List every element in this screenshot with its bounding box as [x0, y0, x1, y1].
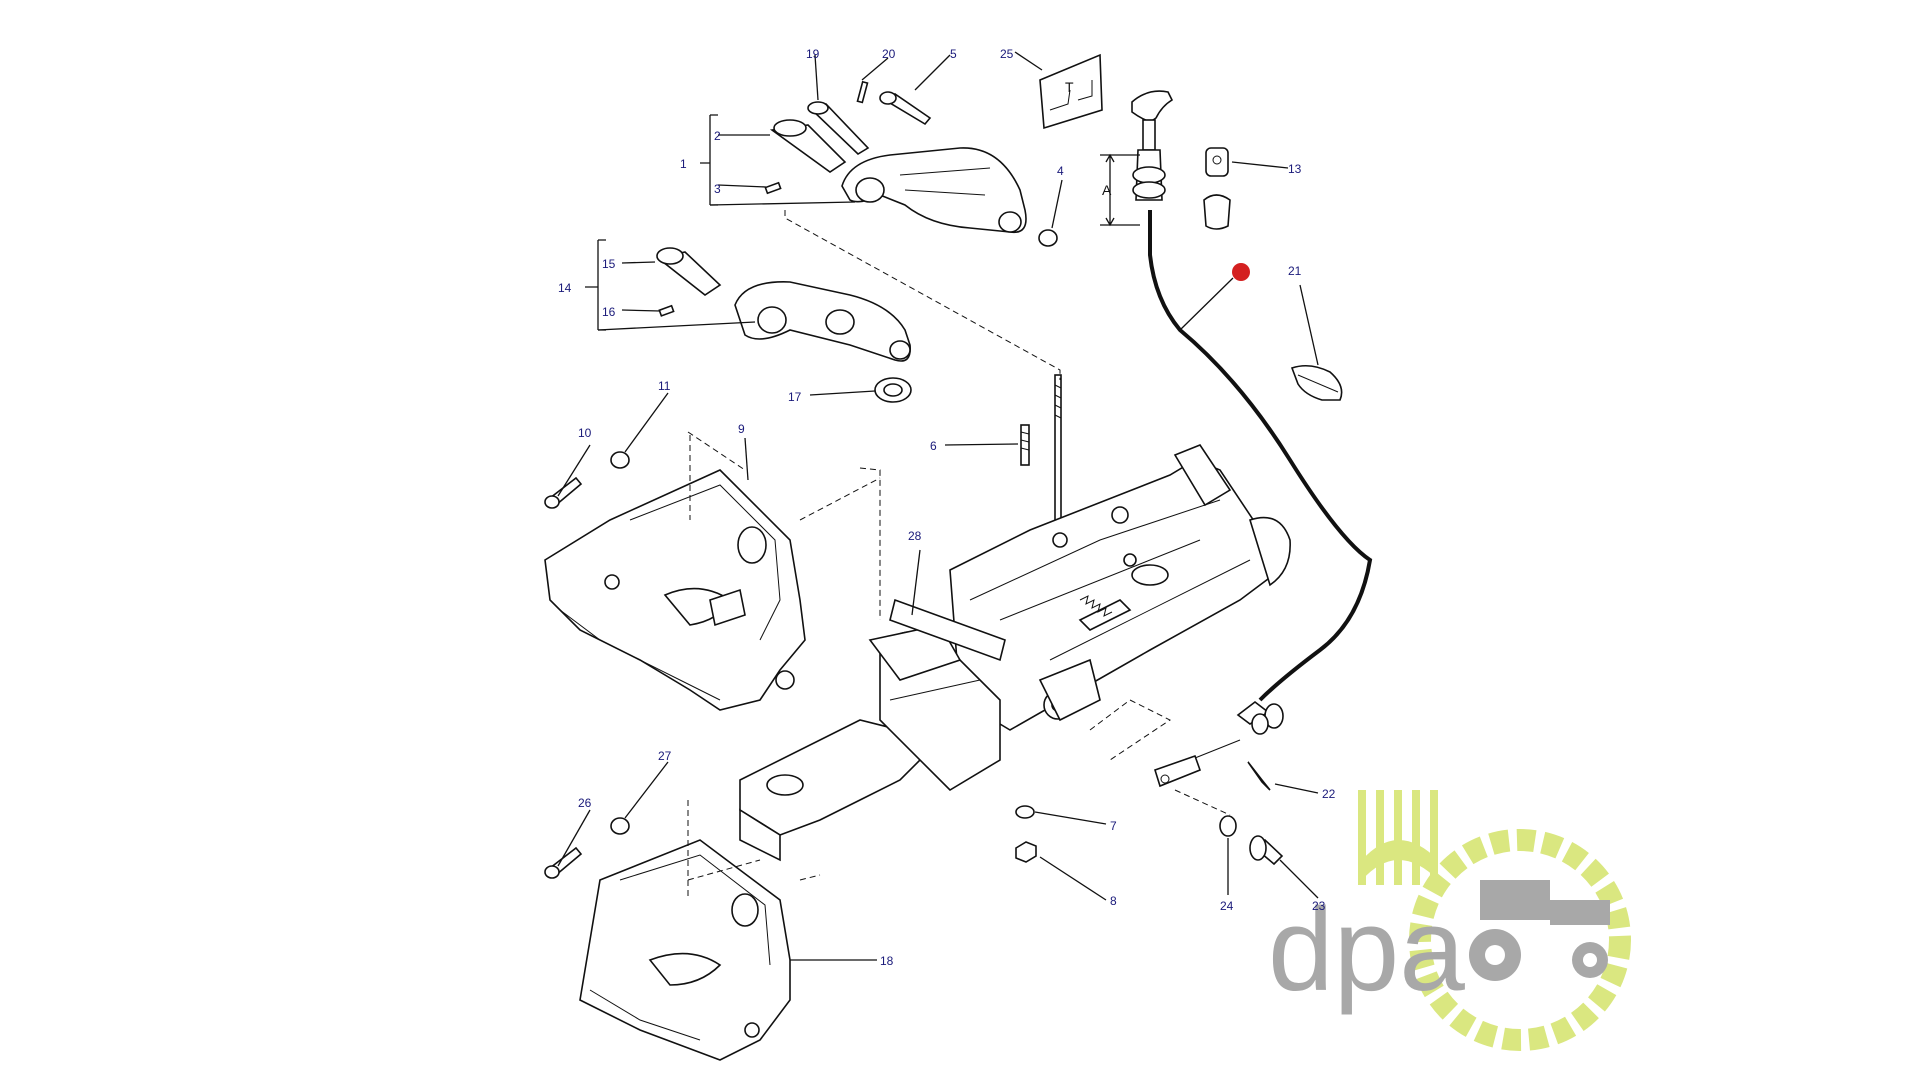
- callout-25: 25: [1000, 47, 1014, 61]
- upper-link-arm: [841, 147, 1027, 234]
- roll-pin-16: [658, 304, 675, 317]
- dpa-logo-watermark: dpa: [1268, 790, 1631, 1051]
- mounting-bracket-18: [579, 839, 791, 1061]
- lower-link-arm: [734, 281, 912, 362]
- callout-21: 21: [1288, 264, 1302, 278]
- callout-6: 6: [930, 439, 937, 453]
- alignment-lines: [687, 210, 1231, 900]
- lift-control-sign: T: [1039, 53, 1103, 130]
- clip-22: [1247, 761, 1271, 791]
- bolt-26: [544, 846, 583, 879]
- control-cable: [1131, 90, 1373, 788]
- pin-15: [656, 247, 722, 296]
- clamp-21: [1290, 364, 1343, 401]
- callout-14: 14: [558, 281, 572, 295]
- callout-4: 4: [1057, 164, 1064, 178]
- pivot-assembly: [1038, 658, 1101, 722]
- washer-27: [610, 817, 630, 835]
- nut-8: [1015, 841, 1037, 863]
- callout-labels: 1 2 3 4 5 6 7 8 9 10 11 13 14 15 16 17 1…: [558, 47, 1336, 968]
- callout-8: 8: [1110, 894, 1117, 908]
- callout-2: 2: [714, 129, 721, 143]
- pin-23: [1249, 835, 1284, 866]
- callout-27: 27: [658, 749, 672, 763]
- washer-7: [1015, 805, 1035, 819]
- callout-16: 16: [602, 305, 616, 319]
- callout-1: 1: [680, 157, 687, 171]
- lift-frame: [949, 444, 1291, 731]
- callout-26: 26: [578, 796, 592, 810]
- callout-19: 19: [806, 47, 820, 61]
- bolt-10: [544, 476, 583, 509]
- cable-highlight-dot: [1232, 263, 1250, 281]
- washer-11: [610, 451, 630, 469]
- sign-label: T: [1065, 79, 1074, 95]
- mounting-bracket-9: [544, 469, 806, 711]
- tractor-icon: [1469, 880, 1610, 981]
- bolt-5: [879, 91, 932, 126]
- wheat-icon: [1358, 790, 1438, 885]
- pin-20: [856, 80, 869, 104]
- callout-22: 22: [1322, 787, 1336, 801]
- dimension-label: A: [1102, 182, 1112, 198]
- spring: [1079, 595, 1113, 617]
- leader-lines: [557, 51, 1319, 961]
- callout-3: 3: [714, 182, 721, 196]
- drawbar: [739, 624, 1001, 862]
- callout-5: 5: [950, 47, 957, 61]
- callout-13: 13: [1288, 162, 1302, 176]
- roll-pin-3: [764, 181, 782, 195]
- callout-11: 11: [658, 379, 671, 393]
- stud-6: [1020, 424, 1030, 466]
- gear-ring: [1409, 829, 1631, 1051]
- nut-4: [1038, 229, 1058, 247]
- washer-24: [1219, 815, 1237, 837]
- callout-24: 24: [1220, 899, 1234, 913]
- callout-10: 10: [578, 426, 592, 440]
- callout-20: 20: [882, 47, 896, 61]
- bolt-19: [807, 101, 870, 156]
- pin-2: [769, 119, 847, 173]
- callout-17: 17: [788, 390, 802, 404]
- stop-13: [1203, 147, 1231, 230]
- callout-15: 15: [602, 257, 616, 271]
- watermark-text: dpa: [1268, 884, 1465, 1016]
- callout-28: 28: [908, 529, 922, 543]
- callout-23: 23: [1312, 899, 1326, 913]
- callout-18: 18: [880, 954, 894, 968]
- callout-7: 7: [1110, 819, 1117, 833]
- callout-9: 9: [738, 422, 745, 436]
- bushing-17: [874, 377, 912, 403]
- wear-plate-28: [889, 598, 1006, 662]
